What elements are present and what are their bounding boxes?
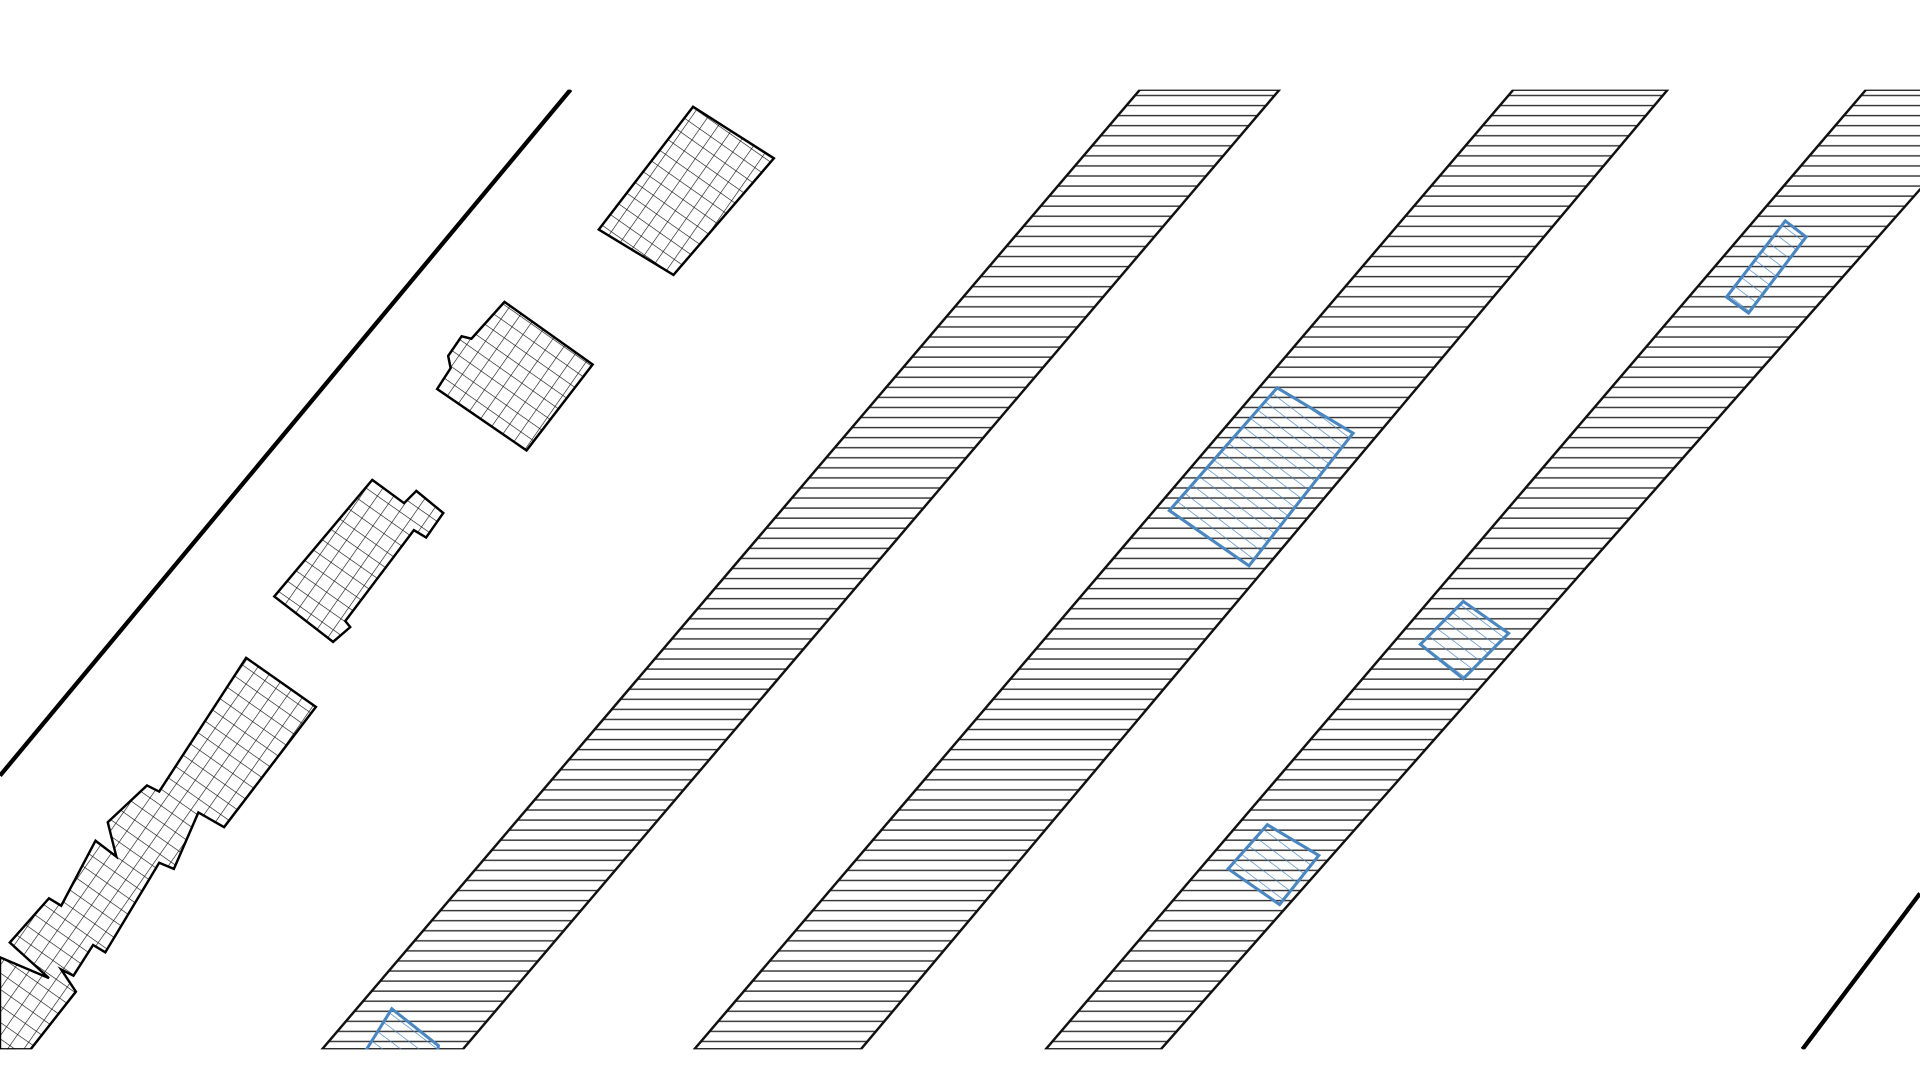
highlight-area-1 <box>1167 385 1356 568</box>
highlight-area-2 <box>1418 599 1511 681</box>
boundary-line-right <box>1800 892 1920 1050</box>
highlight-area-5 <box>364 1006 440 1050</box>
highlight-area-4 <box>1724 218 1809 316</box>
boundary-line-left <box>0 89 573 778</box>
building-4 <box>0 656 318 1050</box>
highlight-area-3 <box>1225 822 1322 907</box>
building-2 <box>435 300 595 453</box>
hatched-strip-3 <box>1044 89 1920 1050</box>
hatched-strip-1 <box>320 89 1282 1050</box>
building-3 <box>272 478 445 644</box>
building-1 <box>596 105 776 277</box>
hatched-strip-2 <box>692 89 1670 1050</box>
